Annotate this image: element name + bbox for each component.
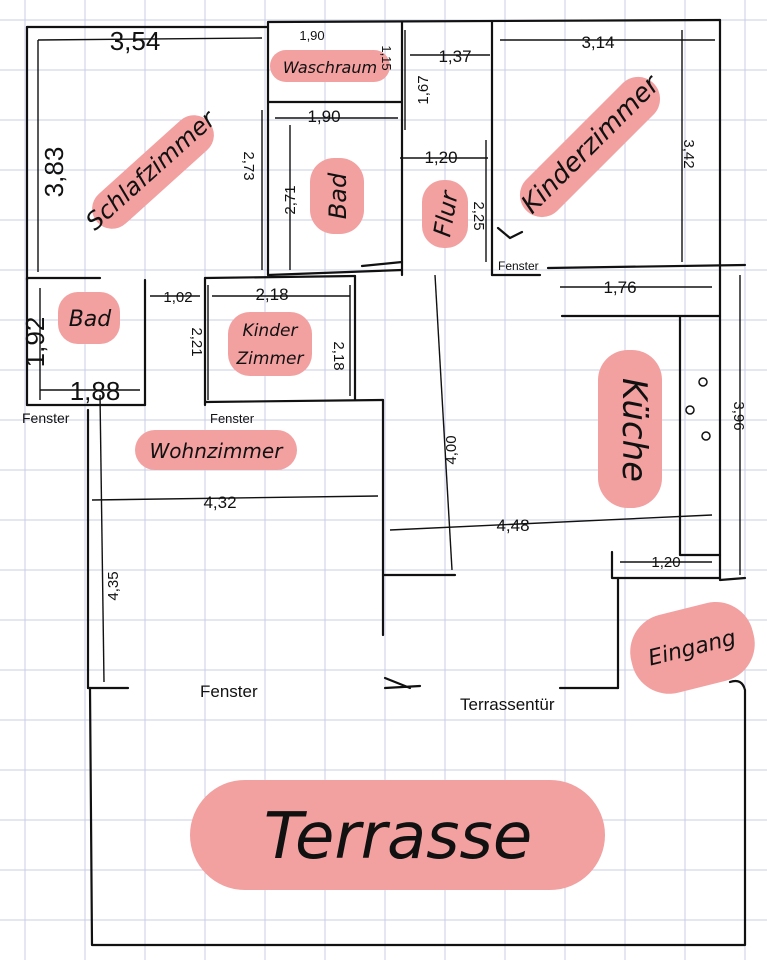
- dim-115: 1,15: [379, 45, 394, 70]
- door-arc-bad: [360, 260, 404, 268]
- dim-190-top: 1,90: [299, 28, 324, 43]
- highlight-blobs: [58, 50, 755, 890]
- dimension-arrows: [37, 30, 741, 683]
- wall-terrassentuer: [383, 676, 422, 690]
- door-flur-mark: [496, 226, 524, 240]
- highlight-eingang: [630, 602, 755, 694]
- dim-120-flur: 1,20: [424, 148, 457, 167]
- walls: [25, 18, 747, 947]
- highlight-schlafzimmer: [92, 115, 214, 229]
- dim-448: 4,48: [496, 516, 529, 535]
- label-fenster-bad: Fenster: [22, 410, 70, 426]
- dim-273: 2,73: [240, 151, 257, 180]
- dim-192: 1,92: [20, 317, 50, 368]
- dim-176: 1,76: [603, 278, 636, 297]
- highlight-bad-top: [310, 158, 364, 234]
- wall-kueche-top: [546, 263, 747, 270]
- dim-120-eingang: 1,20: [651, 554, 680, 571]
- highlight-kueche: [598, 350, 662, 508]
- dim-383: 3,83: [39, 147, 69, 198]
- kueche-counter: [560, 314, 722, 557]
- dim-221: 2,21: [188, 327, 205, 356]
- dim-167: 1,67: [415, 75, 432, 104]
- wall-eingang-step: [610, 550, 722, 580]
- room-label-terrasse: Terrasse: [264, 800, 532, 874]
- stove-icon: [685, 377, 711, 441]
- dim-271: 2,71: [282, 185, 299, 214]
- dim-102: 1,02: [163, 289, 192, 306]
- room-label-bad-left: Bad: [69, 307, 113, 332]
- label-fenster-kinder-small: Fenster: [210, 411, 255, 426]
- highlight-kinderzimmer-small: [228, 312, 312, 376]
- highlight-waschraum: [270, 50, 390, 82]
- dim-354: 3,54: [110, 26, 161, 56]
- highlight-bad-left: [58, 292, 120, 344]
- highlight-terrasse: [190, 780, 605, 890]
- wall-kinder-small-top: [203, 274, 357, 280]
- dimension-labels: 3,54 1,90 1,15 1,37 3,14 3,83 1,90 2,73 …: [20, 26, 747, 601]
- room-label-kueche: Küche: [614, 378, 654, 482]
- wall-wohn-top: [203, 398, 385, 404]
- window-labels: Fenster Fenster Fenster Fenster Terrasse…: [22, 259, 555, 714]
- label-fenster-kinderzimmer: Fenster: [498, 259, 539, 273]
- dim-218-h: 2,18: [255, 285, 288, 304]
- dim-396: 3,96: [730, 401, 747, 430]
- dim-225: 2,25: [470, 201, 487, 230]
- terrasse-outline: [88, 679, 747, 947]
- room-label-wohnzimmer: Wohnzimmer: [150, 439, 285, 463]
- highlight-wohnzimmer: [135, 430, 297, 470]
- label-fenster-wohnzimmer: Fenster: [200, 682, 258, 701]
- dim-435: 4,35: [105, 571, 122, 600]
- room-label-kinderzimmer-small-line2: Zimmer: [236, 349, 305, 369]
- wall-kueche-right: [718, 266, 747, 582]
- room-label-kinderzimmer-small-line1: Kinder: [243, 321, 299, 341]
- highlight-flur: [422, 180, 468, 248]
- wall-bad-bottom: [266, 268, 404, 277]
- dim-190-bad: 1,90: [307, 107, 340, 126]
- highlight-kinderzimmer-right: [519, 76, 661, 218]
- dim-314: 3,14: [581, 33, 614, 52]
- dim-218-v: 2,18: [330, 341, 347, 370]
- room-label-bad-top: Bad: [324, 172, 352, 219]
- dim-188: 1,88: [70, 376, 121, 406]
- room-label-kinderzimmer: Kinderzimmer: [516, 68, 668, 220]
- dim-342: 3,42: [680, 139, 697, 168]
- dim-400: 4,00: [443, 435, 460, 464]
- dim-432: 4,32: [203, 493, 236, 512]
- outer-wall-top: [25, 18, 722, 29]
- room-label-waschraum: Waschraum: [283, 58, 377, 77]
- dim-137: 1,37: [438, 47, 471, 66]
- label-terrassentuer: Terrassentür: [460, 695, 555, 714]
